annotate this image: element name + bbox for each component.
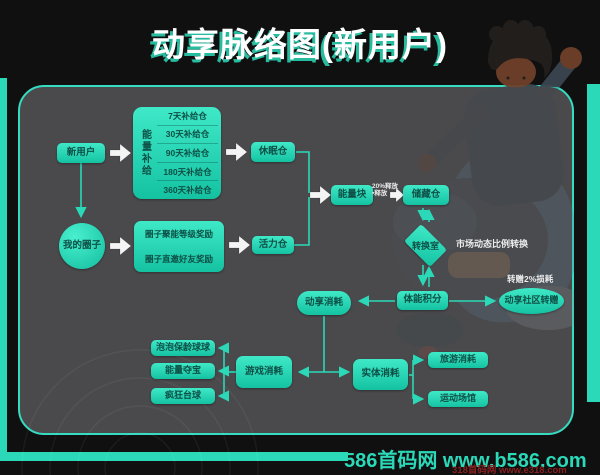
circle-reward-2: 圈子直邀好友奖励 [144,254,213,265]
circle-reward-1: 圈子聚能等级奖励 [144,228,213,239]
release-note-line1: 20%释放 [372,183,399,190]
watermark-main: 586首码网 www.b586.com [344,450,587,472]
supply-row: 90天补给仓 [157,144,218,163]
node-game-bubble-bowling: 泡泡保龄球球 [151,340,215,356]
node-circle-rewards: 圈子聚能等级奖励 圈子直邀好友奖励 [134,221,224,272]
energy-supply-rows: 7天补给仓 30天补给仓 90天补给仓 180天补给仓 360天补给仓 [157,107,221,199]
transfer-loss-note: 转赠2%损耗 [507,274,554,284]
energy-supply-label: 能量补给 [139,129,151,177]
release-note: 20%释放 ▪释放 [372,183,398,198]
node-game-consume: 游戏消耗 [236,356,292,388]
node-sports-venue: 运动场馆 [428,391,488,407]
node-fitness-points: 体能积分 [397,291,448,310]
market-note: 市场动态比例转换 [456,239,529,249]
node-community-transfer: 动享社区转赠 [499,288,564,314]
page-title: 动享脉络图(新用户) [152,26,448,63]
converter-label: 转换室 [411,240,439,251]
node-new-user: 新用户 [57,143,105,163]
supply-row: 360天补给仓 [163,185,212,196]
node-game-energy-treasure: 能量夺宝 [151,363,215,379]
node-travel-consume: 旅游消耗 [428,352,488,368]
supply-row: 180天补给仓 [157,163,218,182]
node-storage-silo: 储藏仓 [403,185,449,205]
diagram-panel [18,85,574,435]
node-vitality-silo: 活力仓 [252,236,294,254]
right-accent-bar [587,84,600,402]
supply-row: 30天补给仓 [157,126,218,145]
node-energy-supply-group: 能量补给 7天补给仓 30天补给仓 90天补给仓 180天补给仓 360天补给仓 [133,107,221,199]
node-entity-consume: 实体消耗 [353,359,408,390]
watermark-secondary: 318首码网 www.e318.com [452,465,567,475]
supply-row: 7天补给仓 [157,107,218,126]
node-dongxiang-consume: 动享消耗 [297,291,351,315]
node-game-crazy-billiards: 疯狂台球 [151,388,215,404]
release-note-line2: ▪释放 [372,190,388,198]
node-dormant-silo: 休眠仓 [251,142,295,162]
bottom-accent-bar [0,452,348,461]
node-energy-block: 能量块 [331,185,373,205]
left-accent-bar [0,78,7,453]
node-my-circle: 我的圈子 [59,223,105,269]
node-converter-room: 转换室 [399,223,452,267]
